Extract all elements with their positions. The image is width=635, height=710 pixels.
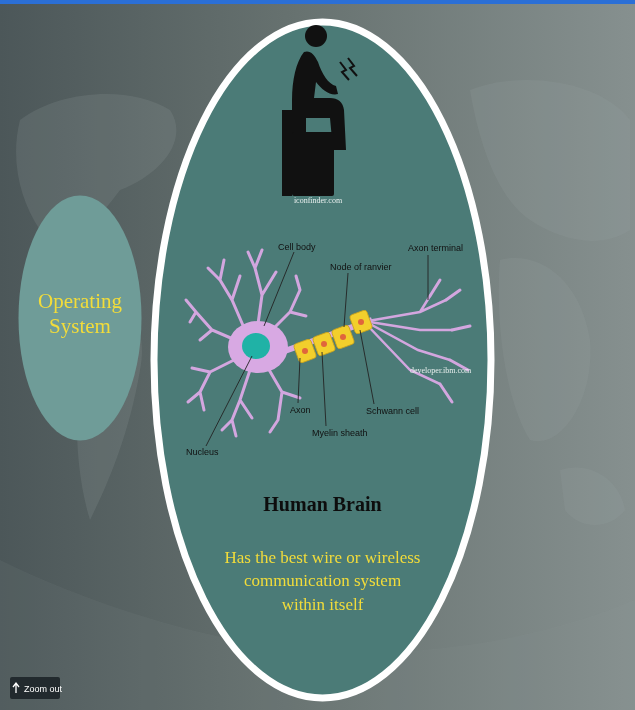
part-label: Axon terminal (408, 243, 463, 253)
brain-ellipse: Human BrainHas the best wire or wireless… (150, 18, 495, 702)
cell-body (228, 321, 288, 373)
dendrites (186, 250, 470, 436)
image-credit: developer.ibm.com (410, 366, 471, 375)
node-title: Human Brain (203, 493, 443, 516)
part-label: Myelin sheath (312, 428, 368, 438)
image-credit: iconfinder.com (294, 196, 342, 205)
node-description: Has the best wire or wireless communicat… (221, 546, 425, 616)
pain-marks (340, 58, 357, 80)
button-label: Zoom out (24, 684, 62, 694)
part-label: Axon (290, 405, 311, 415)
nucleus (242, 333, 270, 359)
part-label: Cell body (278, 242, 316, 252)
leader-lines (206, 252, 428, 446)
part-label: Node of ranvier (330, 262, 392, 272)
node-title: Operating System (30, 289, 130, 339)
part-label: Schwann cell (366, 406, 419, 416)
part-label: Nucleus (186, 447, 219, 457)
top-bar (0, 0, 635, 4)
zoom-arrow (13, 683, 19, 693)
schwann-nuclei (302, 319, 364, 354)
os-circle: Operating System (18, 195, 142, 441)
person-icon (282, 25, 348, 196)
